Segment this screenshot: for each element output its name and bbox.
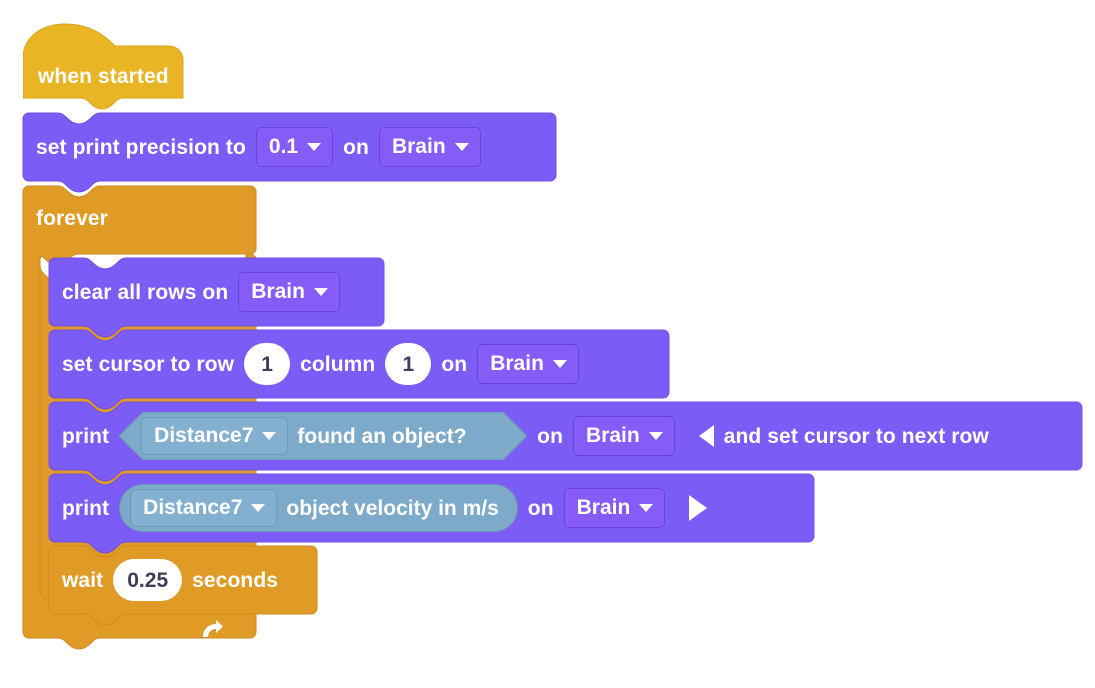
set-cursor-device-value: Brain (490, 352, 544, 375)
chevron-down-icon (454, 142, 469, 151)
block-print-object-velocity[interactable]: print Distance7 object velocity in m/s o… (48, 473, 815, 554)
found-object-device-dropdown[interactable]: Distance7 (141, 417, 289, 455)
chevron-down-icon (552, 359, 567, 368)
print-precision-device-value: Brain (391, 135, 446, 158)
chevron-down-icon (648, 431, 663, 440)
clear-all-rows-device-dropdown[interactable]: Brain (238, 272, 340, 312)
print-found-object-on-text: on (537, 424, 564, 448)
arrow-left-icon[interactable] (698, 425, 714, 447)
block-set-cursor[interactable]: set cursor to row 1 column 1 on Brain (48, 329, 670, 410)
print-precision-device-dropdown[interactable]: Brain (378, 127, 481, 167)
set-cursor-row-input[interactable]: 1 (244, 343, 291, 385)
forever-label: forever (36, 207, 108, 230)
wait-seconds-shape (48, 545, 318, 626)
set-cursor-on-text: on (441, 352, 468, 376)
wait-seconds-input[interactable]: 0.25 (113, 559, 183, 601)
block-wait-seconds[interactable]: wait 0.25 seconds (48, 545, 318, 626)
when-started-label: when started (38, 65, 169, 88)
set-cursor-device-dropdown[interactable]: Brain (477, 344, 579, 384)
chevron-down-icon (307, 142, 322, 151)
block-print-found-object[interactable]: print Distance7 found an object? on Brai… (48, 401, 1083, 482)
print-found-object-device-value: Brain (586, 424, 640, 447)
wait-seconds-value: 0.25 (127, 568, 169, 592)
found-object-device-value: Distance7 (154, 424, 254, 447)
print-object-velocity-print-text: print (62, 496, 110, 520)
print-found-object-nextrow-text: and set cursor to next row (723, 424, 989, 448)
wait-text: wait (62, 568, 104, 592)
chevron-down-icon (313, 287, 328, 296)
wait-seconds-text: seconds (192, 568, 279, 592)
arrow-right-icon[interactable] (689, 495, 708, 521)
object-velocity-device-value: Distance7 (143, 496, 243, 519)
block-set-print-precision[interactable]: set print precision to 0.1 on Brain (22, 112, 558, 193)
print-precision-dropdown[interactable]: 0.1 (255, 127, 334, 167)
object-velocity-text: object velocity in m/s (286, 496, 499, 520)
clear-all-rows-device-value: Brain (251, 280, 305, 303)
print-object-velocity-on-text: on (527, 496, 554, 520)
boolean-reporter-found-object[interactable]: Distance7 found an object? (119, 412, 528, 460)
found-object-text: found an object? (297, 424, 467, 448)
chevron-down-icon (262, 431, 277, 440)
block-clear-all-rows[interactable]: clear all rows on Brain (48, 257, 385, 338)
chevron-down-icon (251, 503, 266, 512)
print-found-object-print-text: print (62, 424, 110, 448)
print-object-velocity-device-value: Brain (576, 496, 631, 519)
chevron-down-icon (639, 503, 654, 512)
when-started-shape (23, 23, 184, 110)
set-cursor-column-text: column (300, 352, 376, 376)
set-cursor-row-text: set cursor to row (62, 352, 235, 376)
print-object-velocity-device-dropdown[interactable]: Brain (563, 488, 666, 528)
object-velocity-device-dropdown[interactable]: Distance7 (130, 489, 278, 527)
set-print-precision-on-text: on (343, 135, 369, 159)
print-found-object-device-dropdown[interactable]: Brain (573, 416, 675, 456)
print-precision-value: 0.1 (268, 135, 299, 158)
set-cursor-column-value: 1 (402, 352, 415, 376)
oval-reporter-object-velocity[interactable]: Distance7 object velocity in m/s (119, 484, 518, 532)
set-cursor-column-input[interactable]: 1 (385, 343, 432, 385)
set-print-precision-text: set print precision to (36, 135, 246, 159)
loop-arrow-icon (196, 618, 226, 648)
clear-all-rows-text: clear all rows on (62, 280, 229, 304)
set-cursor-row-value: 1 (261, 352, 273, 376)
block-when-started[interactable]: when started (23, 22, 193, 110)
